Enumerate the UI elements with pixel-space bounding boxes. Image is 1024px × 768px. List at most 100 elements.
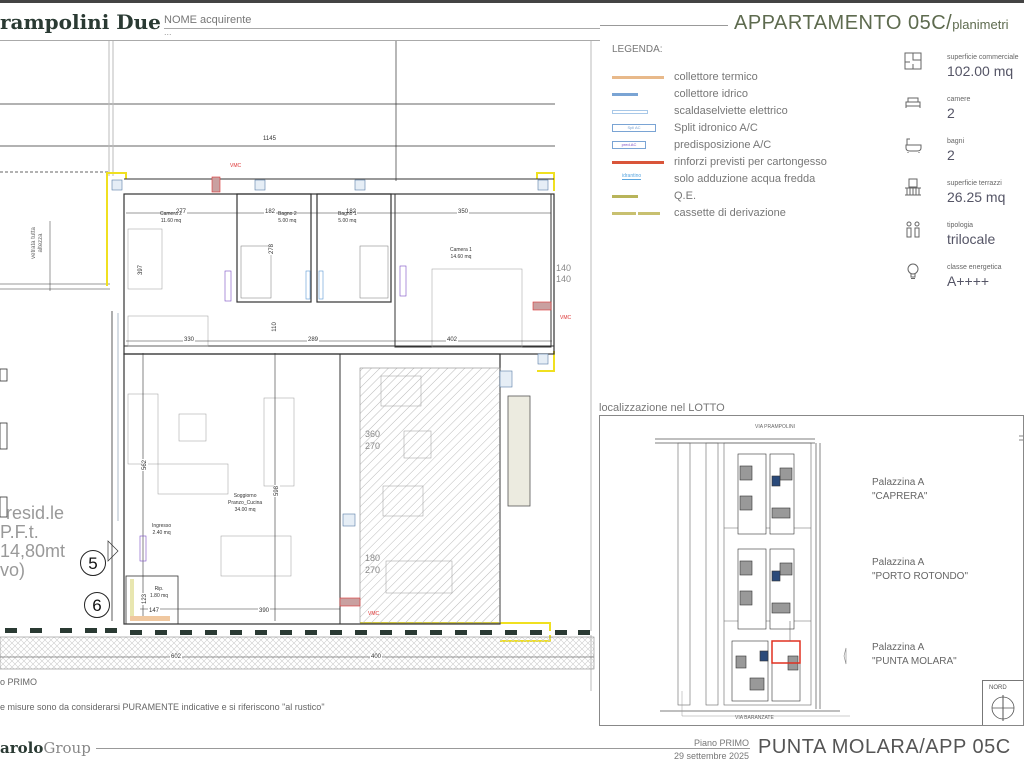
- dim-camera2-h: 397: [138, 263, 145, 277]
- vmc-label: VMC: [560, 315, 572, 321]
- vmc-label: VMC: [368, 611, 380, 617]
- room-area: 34.00 mq: [234, 507, 256, 513]
- building-caprera: Palazzina A"CAPRERA": [872, 477, 928, 502]
- dim-bagno1-w: 182: [345, 209, 358, 215]
- legend-item-collettore-termico: collettore termico: [610, 68, 870, 85]
- dim-overall: 1145: [262, 136, 277, 142]
- legend-item-predisposizione-ac: pred.AC predisposizione A/C: [610, 136, 870, 153]
- legend-item-collettore-idrico: collettore idrico: [610, 85, 870, 102]
- apartment-stats: superficie commerciale 102.00 mq camere …: [900, 50, 1024, 302]
- water-manifold-swatch-icon: [610, 89, 666, 99]
- room-area: 2.40 mq: [152, 530, 171, 536]
- room-area: 14.60 mq: [450, 254, 472, 260]
- side-label: 14,80mt: [0, 541, 66, 561]
- hydronic-split-swatch-icon: Spli AC: [610, 123, 666, 133]
- legend-item-split-idronico: Spli AC Split idronico A/C: [610, 119, 870, 136]
- dim-living-h2: 598: [274, 484, 281, 498]
- legend-item-scaldasalviette: scaldaselviette elettrico: [610, 102, 870, 119]
- room-area: 1.80 mq: [150, 593, 169, 599]
- legend-item-acqua-fredda: idrantino solo adduzione acqua fredda: [610, 170, 870, 187]
- stat-bagni: bagni 2: [900, 134, 1024, 176]
- dim-bagno2-w: 182: [264, 209, 277, 215]
- dim-terrace-window2a: 180: [365, 553, 381, 563]
- room-name: Bagno 2: [278, 211, 297, 217]
- legend-title: LEGENDA:: [612, 44, 663, 55]
- site-plan-drawing: [655, 435, 1023, 717]
- room-name: Bagno 1: [338, 211, 357, 217]
- north-arrow: NORD: [982, 680, 1023, 725]
- disclaimer: e misure sono da considerarsi PURAMENTE …: [0, 702, 325, 712]
- room-area: 11.60 mq: [160, 218, 182, 224]
- dim-terrace-w2: 400: [370, 654, 383, 660]
- footer-date: 29 settembre 2025: [673, 751, 749, 761]
- drywall-reinforcement-swatch-icon: [610, 157, 666, 167]
- dim-corridor-left: 330: [183, 337, 196, 343]
- balcony-icon: [905, 178, 921, 196]
- dim-bagno-h: 278: [269, 242, 276, 256]
- ac-preinstall-swatch-icon: pred.AC: [610, 140, 666, 150]
- dim-terrace-window1b: 270: [365, 441, 381, 451]
- buyer-name-value: ...: [164, 27, 172, 37]
- building-punta-molara: Palazzina A"PUNTA MOLARA": [872, 642, 957, 667]
- floor-plan-drawing: [0, 41, 596, 691]
- stat-superficie-terrazzi: superficie terrazzi 26.25 mq: [900, 176, 1024, 218]
- top-bar: [0, 0, 1024, 3]
- stat-classe-energetica: classe energetica A++++: [900, 260, 1024, 302]
- apartment-subtitle: planimetri: [952, 17, 1009, 32]
- cold-water-swatch-icon: idrantino: [622, 172, 642, 180]
- room-name: Rip.: [154, 586, 164, 592]
- dim-terrace-w1: 602: [170, 654, 183, 660]
- marker-6: 6: [84, 592, 110, 618]
- room-ripostiglio: Rip.1.80 mq: [150, 586, 168, 600]
- buyer-name-underline: [164, 28, 600, 29]
- street-via-baranzate: VIA BARANZATE: [735, 715, 774, 721]
- people-icon: [906, 221, 920, 238]
- room-area: 5.00 mq: [278, 218, 297, 224]
- dim-window-right-b: 140: [555, 274, 573, 284]
- side-label: resid.le: [6, 503, 65, 523]
- side-label: P.F.t.: [0, 522, 39, 542]
- buyer-name-label: NOME acquirente: [164, 14, 252, 26]
- electrical-panel-swatch-icon: [610, 191, 666, 201]
- company-logo: aroloGroup: [0, 739, 91, 757]
- room-name: Camera 1: [450, 247, 472, 253]
- footer-title: PUNTA MOLARA/APP 05C: [758, 736, 1011, 758]
- stat-camere: camere 2: [900, 92, 1024, 134]
- legend-item-rinforzi: rinforzi previsti per cartongesso: [610, 153, 870, 170]
- legend-item-cassette: cassette di derivazione: [610, 204, 870, 221]
- dim-rip-h: 123: [142, 592, 149, 606]
- marker-5: 5: [80, 550, 106, 576]
- dim-corridor-mid: 289: [307, 337, 320, 343]
- north-label: NORD: [989, 685, 1007, 691]
- apartment-code: APPARTAMENTO 05C/: [734, 12, 953, 34]
- room-name: Soggiorno Pranzo_Cucina: [228, 493, 263, 506]
- location-map: VIA PRAMPOLINI VIA BARANZATE Palazzina A…: [599, 415, 1024, 726]
- legend-item-qe: Q.E.: [610, 187, 870, 204]
- footer-divider: [96, 748, 750, 749]
- glass-wall-note: vetrata tutta altezza: [30, 227, 44, 259]
- compass-icon: [991, 695, 1015, 721]
- side-label: vo): [0, 560, 26, 580]
- room-name: Camera 2: [160, 211, 182, 217]
- dim-living-h1: 562: [142, 458, 149, 472]
- lightbulb-icon: [907, 263, 919, 279]
- dim-rip-w: 147: [148, 608, 161, 614]
- legend: collettore termico collettore idrico sca…: [610, 68, 870, 221]
- stat-tipologia: tipologia trilocale: [900, 218, 1024, 260]
- dim-terrace-window2b: 270: [365, 565, 381, 575]
- dim-camera1-w: 350: [457, 209, 470, 215]
- dim-corridor-h: 110: [271, 321, 278, 333]
- location-title: localizzazione nel LOTTO: [599, 402, 725, 414]
- floor-note: o PRIMO: [0, 677, 38, 687]
- stat-superficie-commerciale: superficie commerciale 102.00 mq: [900, 50, 1024, 92]
- street-via-prampolini: VIA PRAMPOLINI: [755, 424, 796, 430]
- dim-camera2-w: 277: [175, 209, 188, 215]
- heating-manifold-swatch-icon: [610, 72, 666, 82]
- dim-corridor-right: 402: [446, 337, 459, 343]
- dim-living-w: 390: [258, 608, 271, 614]
